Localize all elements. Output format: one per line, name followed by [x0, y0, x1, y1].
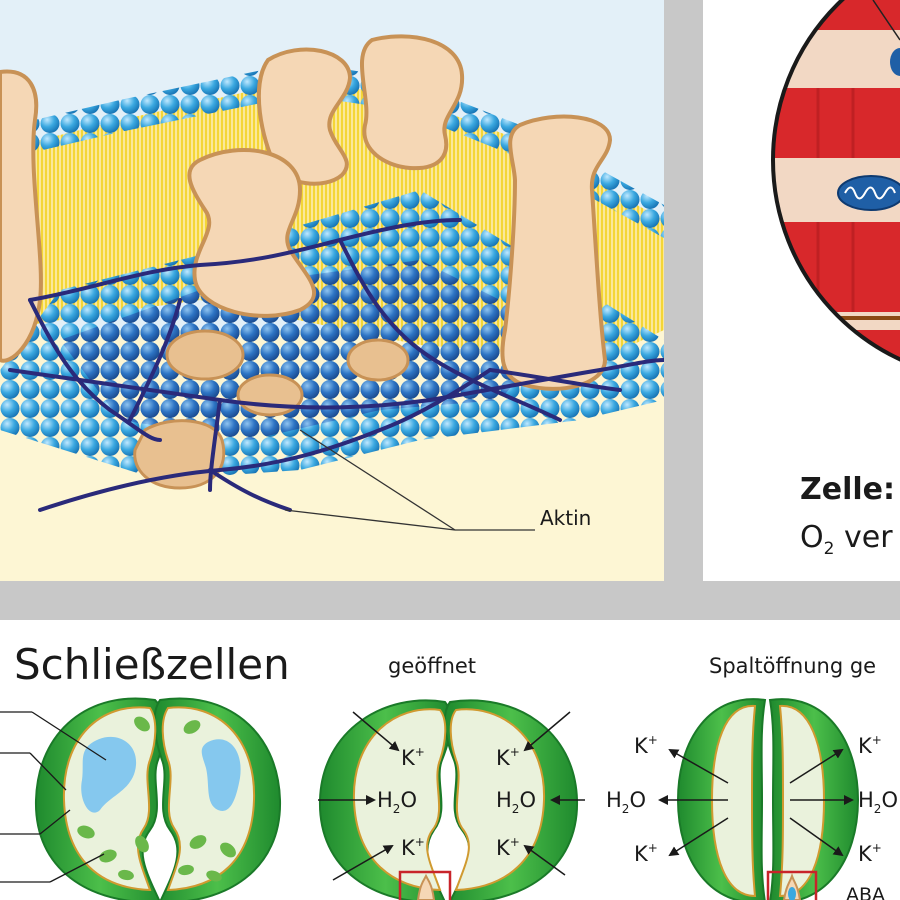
protein-center — [187, 148, 316, 318]
ion-k-open-tr: K+ — [496, 745, 520, 770]
membrane-panel: Aktin — [0, 0, 664, 581]
chloroplasts — [77, 716, 236, 882]
cell-subtitle-sub: 2 — [823, 539, 835, 559]
aktin-label: Aktin — [540, 506, 592, 530]
ion-k-symbol: K — [858, 734, 872, 758]
water-o: O — [400, 788, 417, 812]
actin-network — [8, 218, 664, 512]
ion-k-symbol: K — [634, 842, 648, 866]
aba-box-open — [398, 870, 452, 900]
closed-label: Spaltöffnung ge — [709, 654, 877, 678]
ion-k-symbol: K — [401, 836, 415, 860]
membrane-diagram — [0, 0, 664, 581]
water-open-right: H2O — [496, 788, 536, 816]
vacuole-left — [81, 736, 137, 813]
water-h: H — [496, 788, 512, 812]
ion-charge: + — [414, 835, 425, 849]
protein-right — [500, 114, 613, 391]
cell-title: Zelle: — [800, 472, 896, 507]
ion-k-closed-tr: K+ — [858, 733, 882, 758]
ion-charge: + — [509, 835, 520, 849]
water-h: H — [377, 788, 393, 812]
aba-label: ABA — [846, 884, 886, 900]
ion-k-symbol: K — [496, 836, 510, 860]
ion-k-open-bl: K+ — [401, 835, 425, 860]
cell-subtitle: O2 ver — [800, 520, 893, 559]
ion-k-closed-bl: K+ — [634, 841, 658, 866]
ion-charge: + — [647, 733, 658, 747]
ion-charge: + — [414, 745, 425, 759]
protein-top-right — [359, 34, 465, 171]
pair-3-arrows — [658, 748, 854, 857]
ion-k-open-tl: K+ — [401, 745, 425, 770]
guard-title: Schließzellen — [14, 640, 290, 689]
lipid-head-top-row — [0, 62, 664, 238]
cell-panel: Zelle: O2 ver — [703, 0, 900, 581]
water-o: O — [629, 788, 646, 812]
ion-k-symbol: K — [634, 734, 648, 758]
water-open-left: H2O — [377, 788, 417, 816]
vacuole-right — [201, 739, 241, 811]
guard-pair-1 — [0, 697, 282, 900]
protein-inner-b — [236, 373, 304, 417]
water-h: H — [606, 788, 622, 812]
ion-k-open-br: K+ — [496, 835, 520, 860]
water-o: O — [519, 788, 536, 812]
cell-subtitle-rest: ver — [834, 520, 893, 555]
water-closed-right: H2O — [858, 788, 898, 816]
muscle-cell-diagram — [771, 0, 900, 380]
circle-outline — [771, 0, 900, 362]
aktin-pointer-lines — [284, 429, 535, 531]
water-sub: 2 — [873, 802, 882, 816]
water-closed-left: H2O — [606, 788, 646, 816]
ion-k-closed-tl: K+ — [634, 733, 658, 758]
aba-box-closed — [766, 870, 818, 900]
cell-subtitle-o: O — [800, 520, 824, 555]
mitochondrion — [837, 175, 900, 211]
guard-cell-diagram — [0, 697, 860, 900]
guard-cell-panel: Schließzellen geöffnet Spaltöffnung ge — [0, 620, 900, 900]
ion-charge: + — [509, 745, 520, 759]
ion-charge: + — [871, 841, 882, 855]
water-sub: 2 — [392, 802, 401, 816]
protein-inner-c — [346, 338, 410, 382]
ion-charge: + — [871, 733, 882, 747]
protein-left — [0, 69, 43, 363]
water-sub: 2 — [511, 802, 520, 816]
water-o: O — [881, 788, 898, 812]
water-h: H — [858, 788, 874, 812]
guard-pair-3 — [658, 698, 860, 900]
ion-k-closed-br: K+ — [858, 841, 882, 866]
ion-k-symbol: K — [858, 842, 872, 866]
ion-charge: + — [647, 841, 658, 855]
guard-pair-2 — [318, 699, 585, 900]
muscle-fiber-circle — [773, 0, 900, 380]
open-label: geöffnet — [388, 654, 477, 678]
pair-1-pointers — [0, 711, 107, 883]
ion-k-symbol: K — [401, 746, 415, 770]
pair-2-arrows — [318, 711, 585, 881]
ion-k-symbol: K — [496, 746, 510, 770]
water-sub: 2 — [621, 802, 630, 816]
protein-inner-a — [165, 329, 245, 381]
protein-top-small — [256, 47, 353, 186]
